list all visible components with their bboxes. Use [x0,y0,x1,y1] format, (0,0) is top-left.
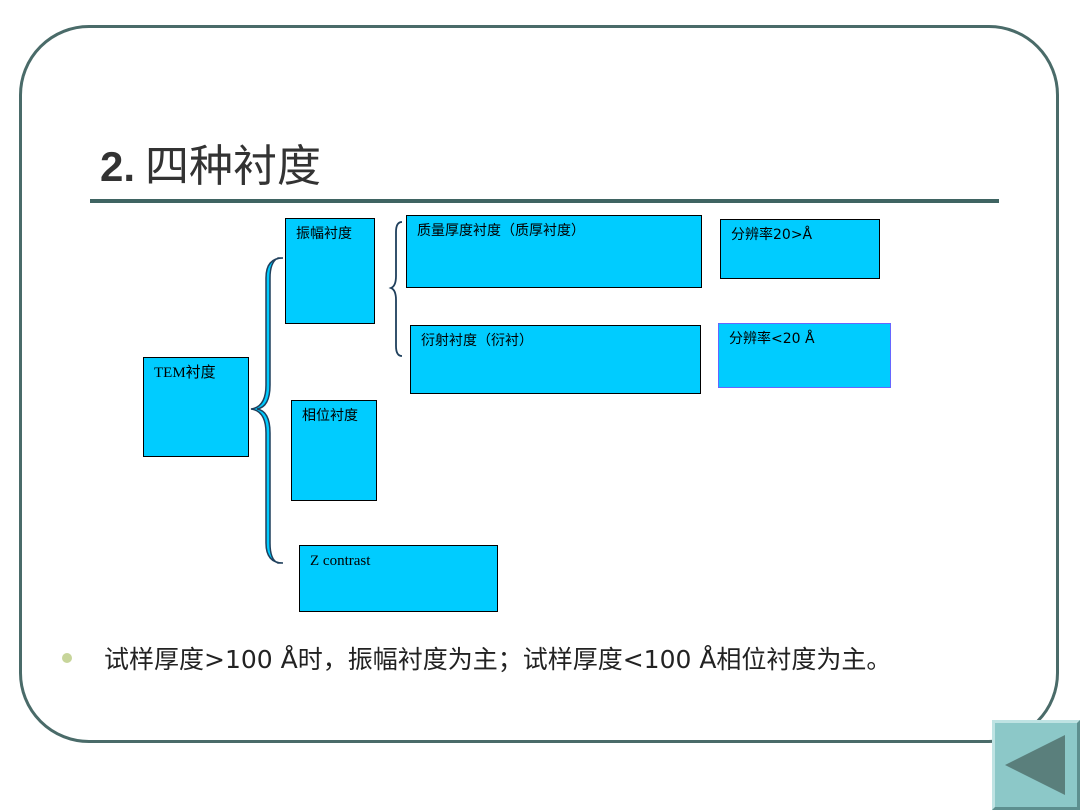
mass-thickness-contrast-label: 质量厚度衬度（质厚衬度） [417,223,585,239]
bullet-dot-icon [62,653,72,663]
resolution-mass-box: 分辨率20>Å [720,219,880,279]
title-text: 四种衬度 [145,141,322,192]
title-number: 2. [100,143,136,190]
small-brace [388,221,403,357]
left-triangle-arrow-icon [1005,735,1065,795]
large-brace [250,257,284,564]
phase-contrast-label: 相位衬度 [302,408,358,424]
slide-title: 2. 四种衬度 [100,130,321,192]
title-underline [90,199,999,203]
amplitude-contrast-box: 振幅衬度 [285,218,375,324]
resolution-diffraction-label: 分辨率<20 Å [729,331,815,347]
resolution-mass-label: 分辨率20>Å [731,227,813,243]
bullet-text: 试样厚度>100 Å时，振幅衬度为主；试样厚度<100 Å相位衬度为主。 [104,645,892,674]
tem-contrast-label: TEM衬度 [154,365,216,381]
diffraction-contrast-label: 衍射衬度（衍衬） [421,333,533,349]
amplitude-contrast-label: 振幅衬度 [296,226,352,242]
bullet-point: 试样厚度>100 Å时，振幅衬度为主；试样厚度<100 Å相位衬度为主。 [62,640,891,676]
diffraction-contrast-box: 衍射衬度（衍衬） [410,325,701,394]
tem-contrast-box: TEM衬度 [143,357,249,457]
z-contrast-box: Z contrast [299,545,498,612]
back-button[interactable] [992,720,1080,810]
mass-thickness-contrast-box: 质量厚度衬度（质厚衬度） [406,215,702,288]
slide-frame [19,25,1059,743]
z-contrast-label: Z contrast [310,553,371,569]
phase-contrast-box: 相位衬度 [291,400,377,501]
resolution-diffraction-box: 分辨率<20 Å [718,323,891,388]
